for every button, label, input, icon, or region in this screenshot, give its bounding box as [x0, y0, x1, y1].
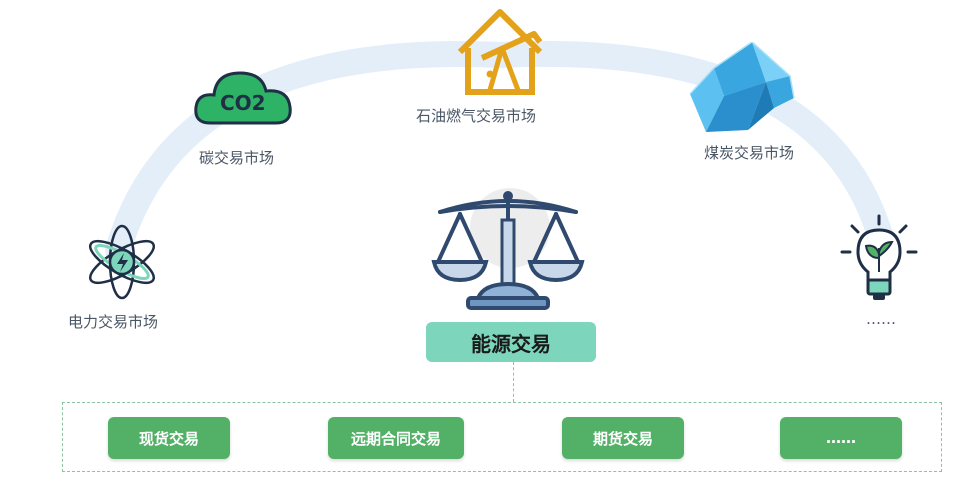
electricity-market-label: 电力交易市场 — [68, 313, 159, 331]
trading-types-group — [62, 402, 942, 472]
coal-crystal-icon — [686, 41, 798, 136]
oil-pump-icon — [452, 8, 552, 96]
coal-market-label: 煤炭交易市场 — [704, 144, 795, 162]
futures-trading-box: 期货交易 — [562, 417, 684, 459]
co2-text: CO2 — [220, 91, 266, 115]
more-trading-types-box: …… — [780, 417, 902, 459]
balance-scale-icon — [428, 180, 588, 318]
spot-trading-box: 现货交易 — [108, 417, 230, 459]
eco-bulb-icon — [838, 214, 920, 306]
co2-cloud-icon: CO2 — [190, 63, 298, 133]
connector-line — [513, 362, 514, 402]
atom-icon — [82, 222, 162, 302]
energy-trading-box: 能源交易 — [426, 322, 596, 362]
carbon-market-label: 碳交易市场 — [199, 149, 275, 167]
oil-gas-market-label: 石油燃气交易市场 — [416, 107, 537, 125]
forward-contract-trading-box: 远期合同交易 — [328, 417, 464, 459]
more-markets-label: …… — [866, 310, 896, 328]
